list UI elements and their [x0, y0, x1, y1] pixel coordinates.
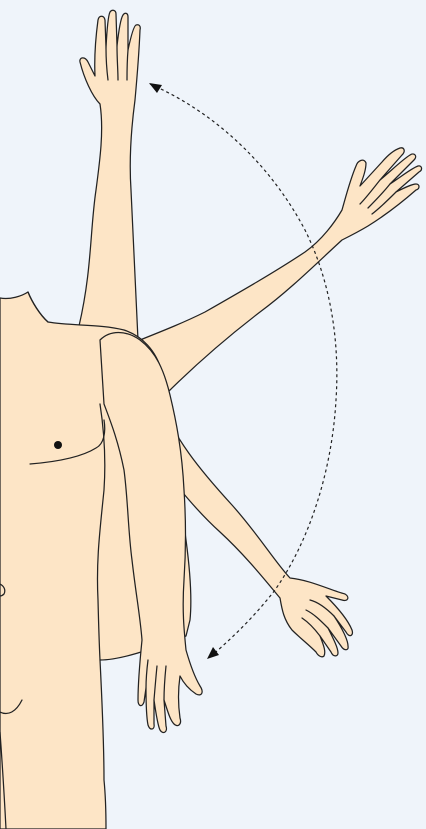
nipple-dot [54, 441, 62, 449]
arrowhead-top [149, 83, 162, 93]
arrowhead-bottom [207, 647, 219, 659]
arm-abducted-diagonal [140, 148, 422, 395]
arm-raised-overhead [79, 10, 140, 340]
